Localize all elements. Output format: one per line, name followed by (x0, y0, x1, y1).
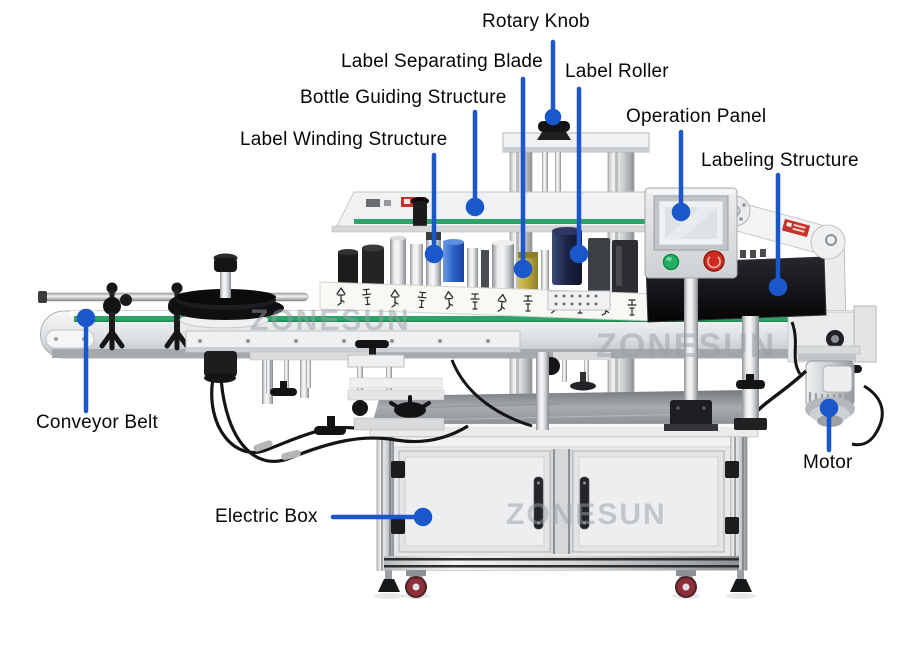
warning-sticker (781, 218, 811, 238)
door-hinges (391, 461, 739, 534)
operation-panel-part (644, 187, 738, 279)
label-rewind-discs (168, 253, 284, 329)
annotation-line-labeling-structure (768, 172, 788, 297)
annotation-lines (76, 39, 839, 527)
annotation-line-rotary-knob (544, 39, 562, 126)
bottle-guiding-beam (331, 191, 663, 233)
support-pillar (734, 316, 767, 430)
motor-part (746, 321, 884, 447)
annotation-line-bottle-guiding-structure (465, 109, 485, 217)
electric-box-cabinet (374, 436, 756, 599)
annotation-line-conveyor-belt (76, 308, 96, 414)
annotation-line-label-winding-structure (424, 152, 444, 264)
cable-connector (281, 449, 301, 461)
annotation-label-label-winding-structure: Label Winding Structure (240, 129, 448, 150)
feet-and-casters (374, 570, 756, 599)
annotation-line-motor (819, 398, 839, 453)
annotation-label-operation-panel: Operation Panel (626, 106, 767, 127)
brand-watermark: ZONESUN (250, 304, 411, 337)
panel-pole (664, 277, 718, 431)
brand-watermark: ZONESUN (506, 498, 667, 531)
annotation-label-label-roller: Label Roller (565, 61, 669, 82)
bottle-clamp-stage (347, 340, 445, 431)
annotation-label-label-separating-blade: Label Separating Blade (341, 51, 543, 72)
brand-watermark: ZONESUN (596, 327, 777, 365)
annotation-line-electric-box (330, 507, 433, 527)
right-applicator (542, 290, 611, 391)
cables (210, 359, 533, 463)
annotation-label-electric-box: Electric Box (215, 506, 318, 527)
door-handle (533, 476, 590, 530)
annotation-label-conveyor-belt: Conveyor Belt (36, 412, 158, 433)
head-support-pole (536, 352, 549, 430)
annotation-label-bottle-guiding-structure: Bottle Guiding Structure (300, 87, 507, 108)
annotation-line-label-separating-blade (513, 76, 533, 279)
cable-connector (253, 440, 273, 452)
annotation-label-labeling-structure: Labeling Structure (701, 150, 859, 171)
annotation-line-label-roller (569, 86, 589, 264)
annotation-label-motor: Motor (803, 452, 853, 473)
annotation-line-operation-panel (671, 129, 691, 222)
annotation-label-rotary-knob: Rotary Knob (482, 11, 590, 32)
